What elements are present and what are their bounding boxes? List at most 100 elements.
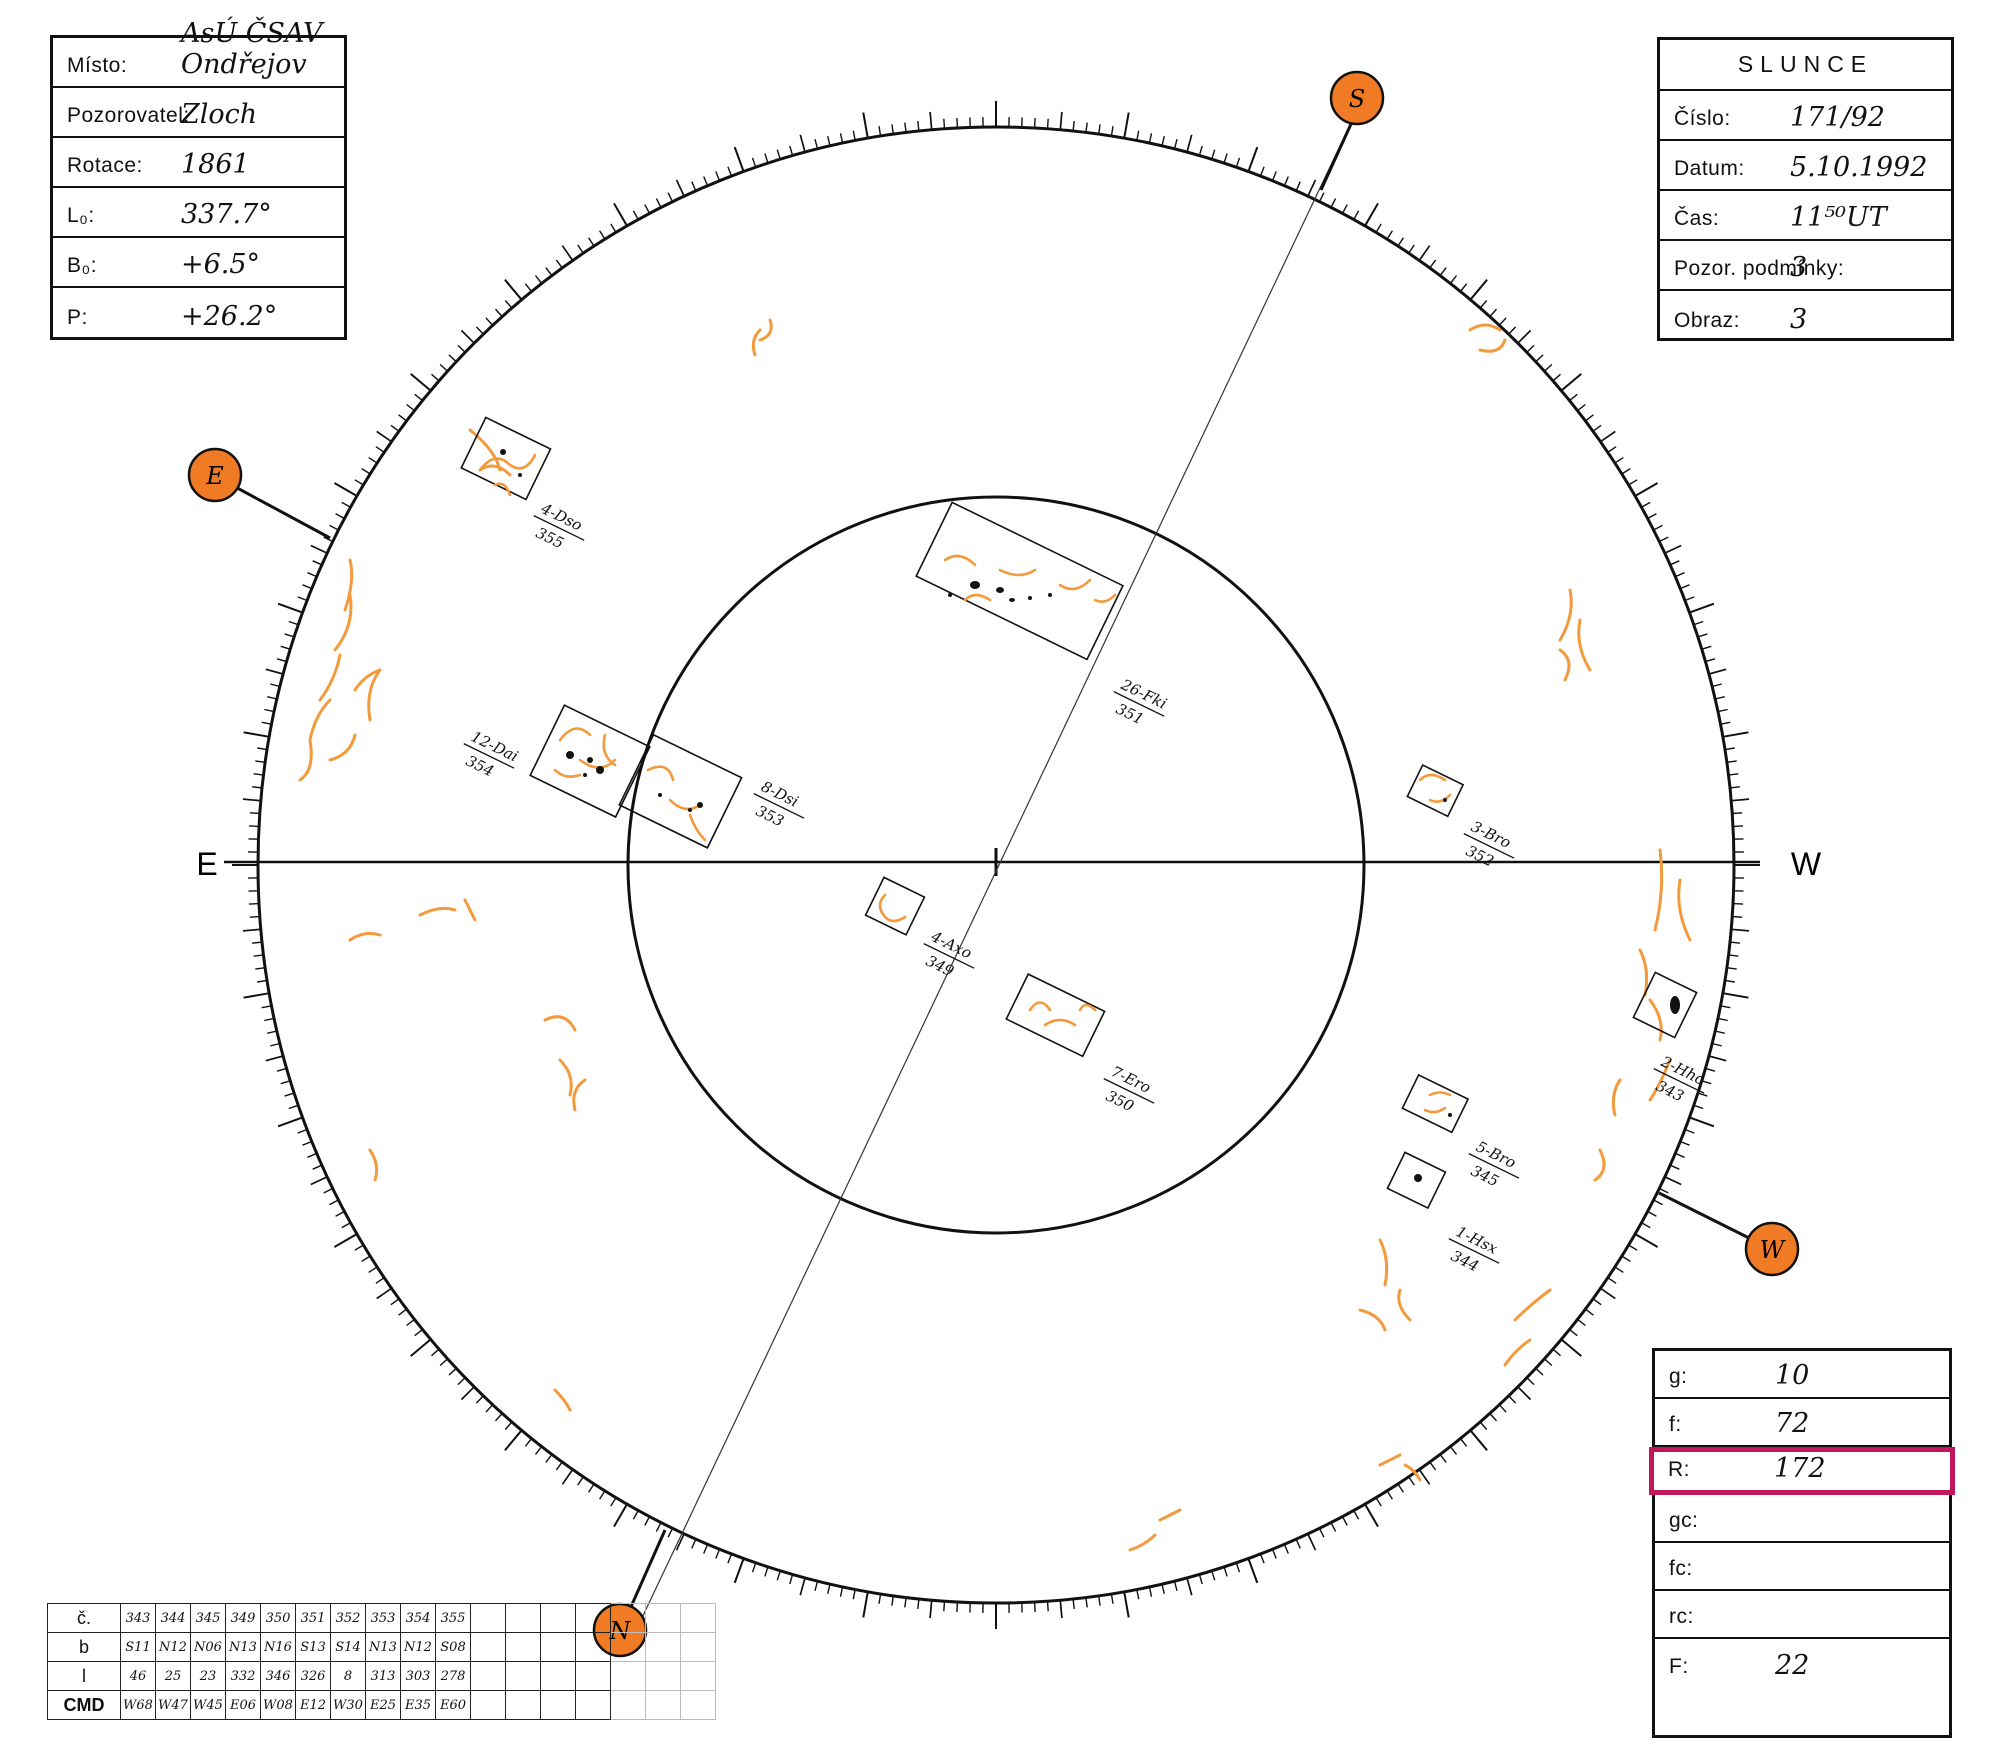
scale-tick: [1689, 1116, 1715, 1128]
scale-tick: [485, 1404, 494, 1413]
scale-tick: [1429, 259, 1437, 269]
badge-e-text: E: [205, 462, 224, 490]
scale-tick: [261, 721, 272, 725]
scale-tick: [1732, 825, 1744, 828]
scale-tick: [406, 1318, 415, 1327]
scale-tick: [1607, 446, 1617, 453]
scale-tick: [1693, 1104, 1704, 1110]
scale-tick: [764, 1566, 769, 1577]
scale-tick: [904, 1597, 907, 1608]
table-cell: N12: [155, 1632, 191, 1662]
scale-tick: [1386, 230, 1393, 240]
scale-tick: [243, 731, 270, 738]
table-cell: E25: [365, 1690, 401, 1720]
scale-tick: [929, 1600, 933, 1619]
table-cell: N12: [400, 1632, 436, 1662]
scale-tick: [265, 668, 284, 675]
scale-tick: [1647, 1210, 1657, 1217]
sun-info-row: Datum:5.10.1992: [1660, 141, 1951, 191]
scale-tick: [368, 1266, 378, 1273]
scale-tick: [839, 1586, 844, 1597]
scale-tick: [1711, 683, 1722, 688]
scale-tick: [1647, 513, 1657, 520]
scale-tick: [878, 1593, 882, 1604]
scale-tick: [703, 176, 709, 186]
count-value: 172: [1774, 1453, 1826, 1484]
scale-tick: [1552, 373, 1561, 382]
count-label: gc:: [1669, 1509, 1699, 1532]
scale-tick: [1722, 992, 1749, 999]
table-empty-cell: [470, 1690, 506, 1720]
scale-tick: [284, 633, 295, 638]
scale-tick: [1173, 139, 1178, 150]
table-empty-cell: [680, 1690, 716, 1720]
scale-tick: [764, 153, 769, 164]
scale-tick: [1295, 181, 1301, 192]
group-box-2-hho: [1632, 971, 1698, 1039]
scale-tick: [776, 1570, 781, 1581]
scale-tick: [1408, 244, 1415, 254]
group-cmd: 354: [463, 752, 497, 781]
scale-tick: [1621, 468, 1631, 475]
scale-tick: [1669, 1164, 1680, 1170]
scale-tick: [727, 1553, 733, 1564]
scale-tick: [1600, 430, 1616, 443]
scale-tick: [1449, 275, 1458, 284]
table-cell: 353: [365, 1603, 401, 1633]
scale-tick: [1728, 954, 1739, 957]
group-box-3-bro: [1406, 764, 1465, 818]
observation-info-row: L₀:337.7°: [53, 188, 344, 238]
table-cell: W30: [330, 1690, 366, 1720]
scale-tick: [675, 1533, 685, 1551]
scale-tick: [1198, 145, 1203, 156]
scale-tick: [1729, 941, 1740, 944]
scale-tick: [814, 139, 819, 150]
scale-tick: [1697, 1092, 1708, 1097]
scale-tick: [1584, 1308, 1594, 1316]
table-cell: 352: [330, 1603, 366, 1633]
scale-tick: [329, 1199, 339, 1206]
scale-tick: [1708, 668, 1727, 675]
count-label: f:: [1669, 1413, 1682, 1436]
scale-tick: [1479, 300, 1488, 309]
scale-tick: [284, 1092, 295, 1097]
group-divider: [1653, 1068, 1705, 1094]
table-empty-cell: [680, 1632, 716, 1662]
scale-tick: [1295, 1538, 1301, 1549]
sun-info-row: Čas:11⁵⁰UT: [1660, 191, 1951, 241]
scale-tick: [1664, 544, 1682, 554]
scale-tick: [1711, 1042, 1722, 1047]
scale-tick: [414, 1328, 423, 1337]
scale-tick: [1059, 111, 1063, 130]
table-cell: E60: [435, 1690, 471, 1720]
group-box-26-fki: [915, 501, 1124, 661]
scale-tick: [1085, 1597, 1088, 1608]
scale-tick: [249, 812, 260, 815]
scale-tick: [534, 1446, 543, 1455]
scale-tick: [1247, 146, 1259, 172]
table-cell: 346: [260, 1661, 296, 1691]
table-empty-cell: [540, 1690, 576, 1720]
scale-tick: [341, 501, 351, 508]
scale-tick: [1330, 1522, 1337, 1532]
s-pointer: [1319, 123, 1353, 191]
scale-tick: [1731, 798, 1750, 802]
scale-tick: [1634, 482, 1659, 497]
scale-tick: [1693, 620, 1704, 626]
scale-tick: [577, 1476, 584, 1486]
scale-tick: [1664, 1176, 1682, 1186]
scale-tick: [1439, 1453, 1447, 1463]
table-empty-cell: [645, 1603, 681, 1633]
group-cmd: 343: [1653, 1077, 1687, 1106]
scale-tick: [1634, 1233, 1659, 1248]
count-value: 72: [1775, 1408, 1810, 1439]
group-divider: [463, 743, 515, 769]
observation-info-value: Zloch: [181, 99, 258, 130]
count-value: 22: [1775, 1650, 1810, 1681]
table-empty-cell: [540, 1632, 576, 1662]
scale-tick: [632, 1510, 639, 1520]
observation-info-row: P:+26.2°: [53, 288, 344, 338]
table-cell: S08: [435, 1632, 471, 1662]
scale-tick: [610, 1497, 617, 1507]
